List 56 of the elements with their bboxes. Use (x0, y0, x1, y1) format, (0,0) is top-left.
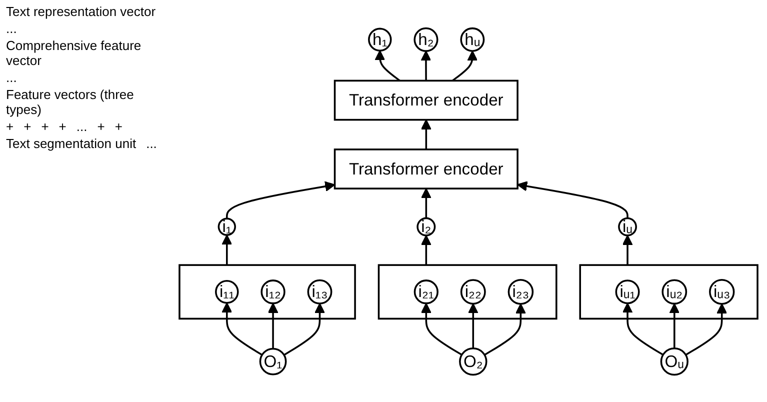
node-box: Transformer encoder (334, 148, 518, 190)
arrow (669, 303, 680, 348)
arrow (420, 50, 432, 81)
arrow (374, 50, 400, 82)
arrow (468, 303, 478, 348)
arrow (484, 303, 526, 356)
node-circle: O₂ (459, 347, 488, 376)
node-circle: i₁₃ (307, 279, 332, 304)
node-circle: iᵤ (618, 217, 637, 236)
annotation-text: + (41, 119, 49, 134)
node-circle: iᵤ₂ (662, 279, 688, 305)
arrow (685, 303, 728, 356)
node-circle: i₂₃ (508, 278, 534, 305)
node-circle: iᵤ₃ (709, 279, 735, 305)
cluster (178, 264, 356, 320)
arrow (517, 181, 628, 218)
arrow (622, 302, 664, 356)
arrow (222, 234, 232, 266)
cluster (378, 264, 558, 320)
arrow (420, 234, 432, 266)
annotation-text: + (114, 119, 122, 134)
node-circle: h₂ (414, 27, 438, 52)
arrow (420, 302, 462, 356)
arrow (226, 181, 336, 219)
annotation-text: Feature vectors (three types) (6, 87, 135, 117)
annotation-text: ... (146, 136, 157, 151)
annotation-text: + (58, 119, 66, 134)
node-circle: O₁ (259, 348, 287, 376)
arrow (284, 303, 325, 356)
annotation-text: Comprehensive feature vector (6, 38, 142, 68)
arrow (268, 302, 278, 349)
annotation-text: Text segmentation unit (6, 136, 136, 151)
annotation-text: ... (6, 21, 17, 36)
annotation-text: Text representation vector (6, 4, 156, 19)
node-circle: i₂₁ (414, 280, 438, 304)
node-circle: i₂₂ (460, 279, 486, 305)
node-circle: i₁ (218, 218, 236, 236)
node-circle: i₁₂ (260, 280, 286, 304)
annotation-text: + (24, 119, 32, 134)
arrow (420, 119, 432, 150)
node-circle: Oᵤ (660, 347, 688, 376)
node-box: Transformer encoder (334, 80, 518, 121)
annotation-text: + (97, 119, 105, 134)
cluster (579, 264, 758, 320)
arrow (222, 302, 263, 356)
annotation-text: ... (76, 119, 88, 134)
annotation-text: ... (6, 70, 17, 85)
node-circle: hᵤ (460, 27, 485, 52)
arrow (420, 188, 432, 218)
node-circle: iᵤ₁ (615, 280, 640, 304)
node-circle: i₂ (416, 217, 436, 236)
arrow (452, 50, 478, 82)
arrow (622, 234, 633, 266)
annotation-text: + (6, 119, 14, 134)
node-circle: i₁₁ (215, 280, 239, 304)
node-circle: h₁ (368, 28, 392, 52)
